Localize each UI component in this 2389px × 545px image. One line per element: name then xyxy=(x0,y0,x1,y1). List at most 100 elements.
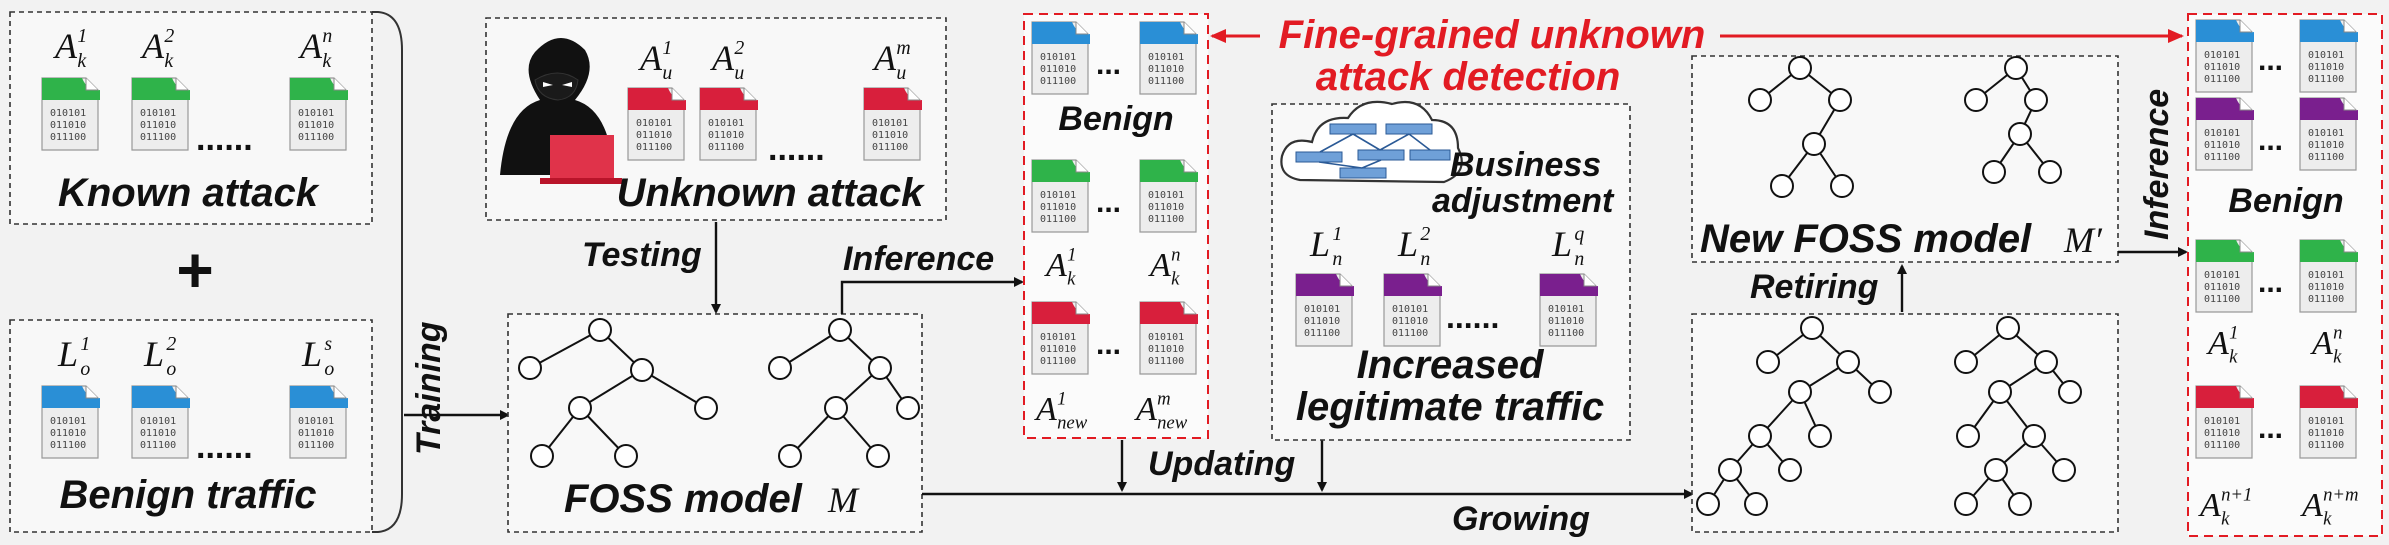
detection-result-files-left: 010101011010011100010101011010011100...0… xyxy=(1031,21,1198,434)
file-binary-text: 011010 xyxy=(298,428,334,439)
tree-node xyxy=(2024,88,2048,112)
tree-node xyxy=(1748,88,1772,112)
symbol-sub: k xyxy=(322,50,332,72)
file-binary-text: 011010 xyxy=(708,130,744,141)
ellipsis: ... xyxy=(2258,44,2283,77)
tree-node xyxy=(866,444,890,468)
file-binary-text: 010101 xyxy=(2308,128,2344,139)
symbol-sup: 2 xyxy=(734,37,744,59)
file-binary-text: 010101 xyxy=(1148,190,1184,201)
tree-node xyxy=(1988,380,2012,404)
symbol-base: L xyxy=(1551,224,1572,264)
tree-node xyxy=(1788,56,1812,80)
file-binary-text: 010101 xyxy=(140,108,176,119)
file-binary-text: 011100 xyxy=(2204,74,2240,85)
tree-node xyxy=(530,444,554,468)
tree-node xyxy=(588,318,612,342)
foss-model-symbol: M xyxy=(827,480,860,520)
tree-node xyxy=(1830,174,1854,198)
training-bracket xyxy=(372,11,403,533)
file-binary-text: 011100 xyxy=(2308,294,2344,305)
symbol-sup: n xyxy=(322,25,332,47)
symbol-sub: n xyxy=(1420,248,1430,270)
file-binary-text: 010101 xyxy=(2308,50,2344,61)
tree-node xyxy=(778,444,802,468)
symbol-base: A xyxy=(2310,325,2333,362)
symbol-sup: 1 xyxy=(1067,245,1076,266)
updating-label: Updating xyxy=(1148,445,1296,483)
file-binary-text: 010101 xyxy=(298,416,334,427)
tree-node xyxy=(2038,160,2062,184)
file-binary-text: 010101 xyxy=(2308,270,2344,281)
symbol-sub: k xyxy=(77,50,87,72)
business-label-line1: Business xyxy=(1450,146,1601,184)
symbol-sub: k xyxy=(164,50,174,72)
tree-node xyxy=(768,356,792,380)
tree-node xyxy=(1996,316,2020,340)
file-binary-text: 011010 xyxy=(1392,316,1428,327)
file-binary-text: 011100 xyxy=(1392,328,1428,339)
file-binary-text: 011010 xyxy=(140,120,176,131)
tree-node xyxy=(1788,380,1812,404)
tree-node xyxy=(2058,380,2082,404)
file-binary-text: 010101 xyxy=(2204,50,2240,61)
tree-node xyxy=(630,358,654,382)
symbol-sup: n+m xyxy=(2323,485,2358,506)
file-binary-text: 010101 xyxy=(2204,416,2240,427)
tree-node xyxy=(868,356,892,380)
file-binary-text: 011100 xyxy=(1148,356,1184,367)
file-binary-text: 011010 xyxy=(872,130,908,141)
symbol-sub: new xyxy=(1057,413,1088,434)
file-binary-text: 011100 xyxy=(2308,440,2344,451)
cloud-network-icon xyxy=(1280,100,1463,184)
tree-node xyxy=(1836,350,1860,374)
new-foss-model-symbol: M′ xyxy=(2063,220,2103,260)
new-foss-model-title: New FOSS model M′ xyxy=(1700,217,2103,261)
symbol-sub: new xyxy=(1157,413,1188,434)
file-binary-text: 011010 xyxy=(1148,202,1184,213)
hacker-icon xyxy=(500,37,622,184)
tree-node xyxy=(1800,316,1824,340)
ellipsis: ...... xyxy=(768,130,825,168)
ellipsis: ...... xyxy=(1446,299,1499,335)
file-binary-text: 010101 xyxy=(2204,270,2240,281)
file-binary-text: 011010 xyxy=(1040,64,1076,75)
symbol-sub: k xyxy=(2229,347,2238,368)
file-binary-text: 010101 xyxy=(1548,304,1584,315)
file-binary-text: 011100 xyxy=(140,132,176,143)
symbol-sub: u xyxy=(734,62,744,84)
training-label: Training xyxy=(410,321,448,455)
tree-node xyxy=(1828,88,1852,112)
file-binary-text: 011100 xyxy=(50,132,86,143)
file-binary-text: 011100 xyxy=(298,132,334,143)
file-binary-text: 011100 xyxy=(2308,152,2344,163)
tree-node xyxy=(614,444,638,468)
symbol-sup: 1 xyxy=(1332,223,1342,245)
file-binary-text: 011010 xyxy=(2308,428,2344,439)
symbol-base: A xyxy=(1148,247,1171,284)
symbol-sup: 2 xyxy=(166,333,176,355)
known-attack-label: Known attack xyxy=(58,171,320,215)
file-binary-text: 010101 xyxy=(298,108,334,119)
fine-grained-title-bg xyxy=(1260,10,1720,50)
ellipsis: ... xyxy=(2258,124,2283,157)
symbol-sup: 2 xyxy=(1420,223,1430,245)
file-binary-text: 011010 xyxy=(2204,428,2240,439)
